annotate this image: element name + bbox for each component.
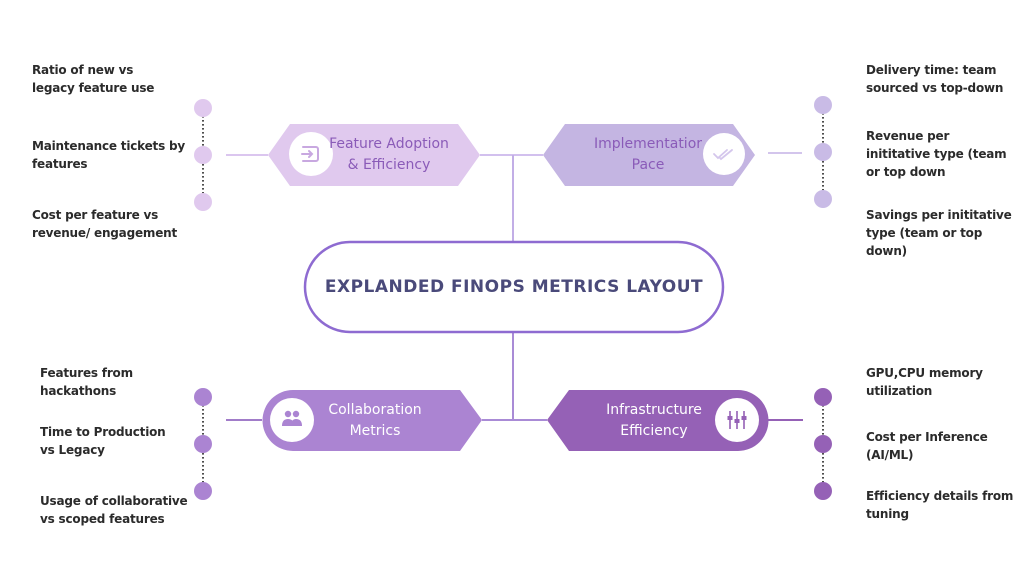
dot-collaboration-2: [194, 435, 212, 453]
implementation-pace-label: Implementatior Pace: [593, 136, 703, 173]
sign-in-icon: [301, 146, 319, 162]
implementation-metric-3: Savings per inititative type (team or to…: [866, 208, 1012, 258]
node-infrastructure[interactable]: [547, 390, 769, 451]
dot-feature-3: [194, 193, 212, 211]
collaboration-shape: [262, 390, 482, 451]
collaboration-metric-1: Features from hackathons: [40, 366, 133, 398]
sliders-icon: [727, 411, 747, 429]
implementation-pace-icon-badge: [703, 133, 745, 175]
implementation-pace-shape: [543, 124, 755, 186]
connectors: [226, 152, 803, 421]
implementation-metric-2: Revenue per inititative type (team or to…: [866, 129, 1007, 179]
infrastructure-label: Infrastructure Efficiency: [606, 402, 702, 439]
infrastructure-metric-1: GPU,CPU memory utilization: [866, 366, 983, 398]
collaboration-metric-3: Usage of collaborative vs scoped feature…: [40, 494, 188, 526]
infrastructure-metric-2: Cost per Inference (AI/ML): [866, 430, 988, 462]
timeline-dots: [194, 96, 832, 500]
dot-infrastructure-3: [814, 482, 832, 500]
implementation-metric-1: Delivery time: team sourced vs top-down: [866, 63, 1004, 95]
dot-implementation-3: [814, 190, 832, 208]
node-feature-adoption[interactable]: [268, 124, 480, 186]
dot-implementation-1: [814, 96, 832, 114]
feature-adoption-label: Feature Adoption & Efficiency: [329, 136, 449, 173]
dot-collaboration-1: [194, 388, 212, 406]
infrastructure-shape: [547, 390, 769, 451]
dot-infrastructure-1: [814, 388, 832, 406]
node-collaboration[interactable]: [262, 390, 483, 451]
dot-implementation-2: [814, 143, 832, 161]
feature-metric-2: Maintenance tickets by features: [32, 139, 186, 171]
dot-infrastructure-2: [814, 435, 832, 453]
center-title-frame: [303, 240, 725, 334]
node-implementation-pace[interactable]: [543, 124, 755, 186]
dot-feature-2: [194, 146, 212, 164]
users-icon: [282, 410, 302, 426]
dot-feature-1: [194, 99, 212, 117]
double-check-icon: [713, 149, 733, 161]
collaboration-label: Collaboration Metrics: [328, 402, 422, 439]
collaboration-metric-2: Time to Production vs Legacy: [40, 425, 166, 457]
diagram-title: EXPLANDED FINOPS METRICS LAYOUT: [324, 277, 704, 297]
collaboration-icon-badge: [270, 398, 314, 442]
dot-collaboration-3: [194, 482, 212, 500]
infrastructure-metric-3: Efficiency details from tuning: [866, 489, 1014, 521]
feature-metric-1: Ratio of new vs legacy feature use: [32, 63, 155, 95]
feature-metric-3: Cost per feature vs revenue/ engagement: [32, 208, 178, 240]
